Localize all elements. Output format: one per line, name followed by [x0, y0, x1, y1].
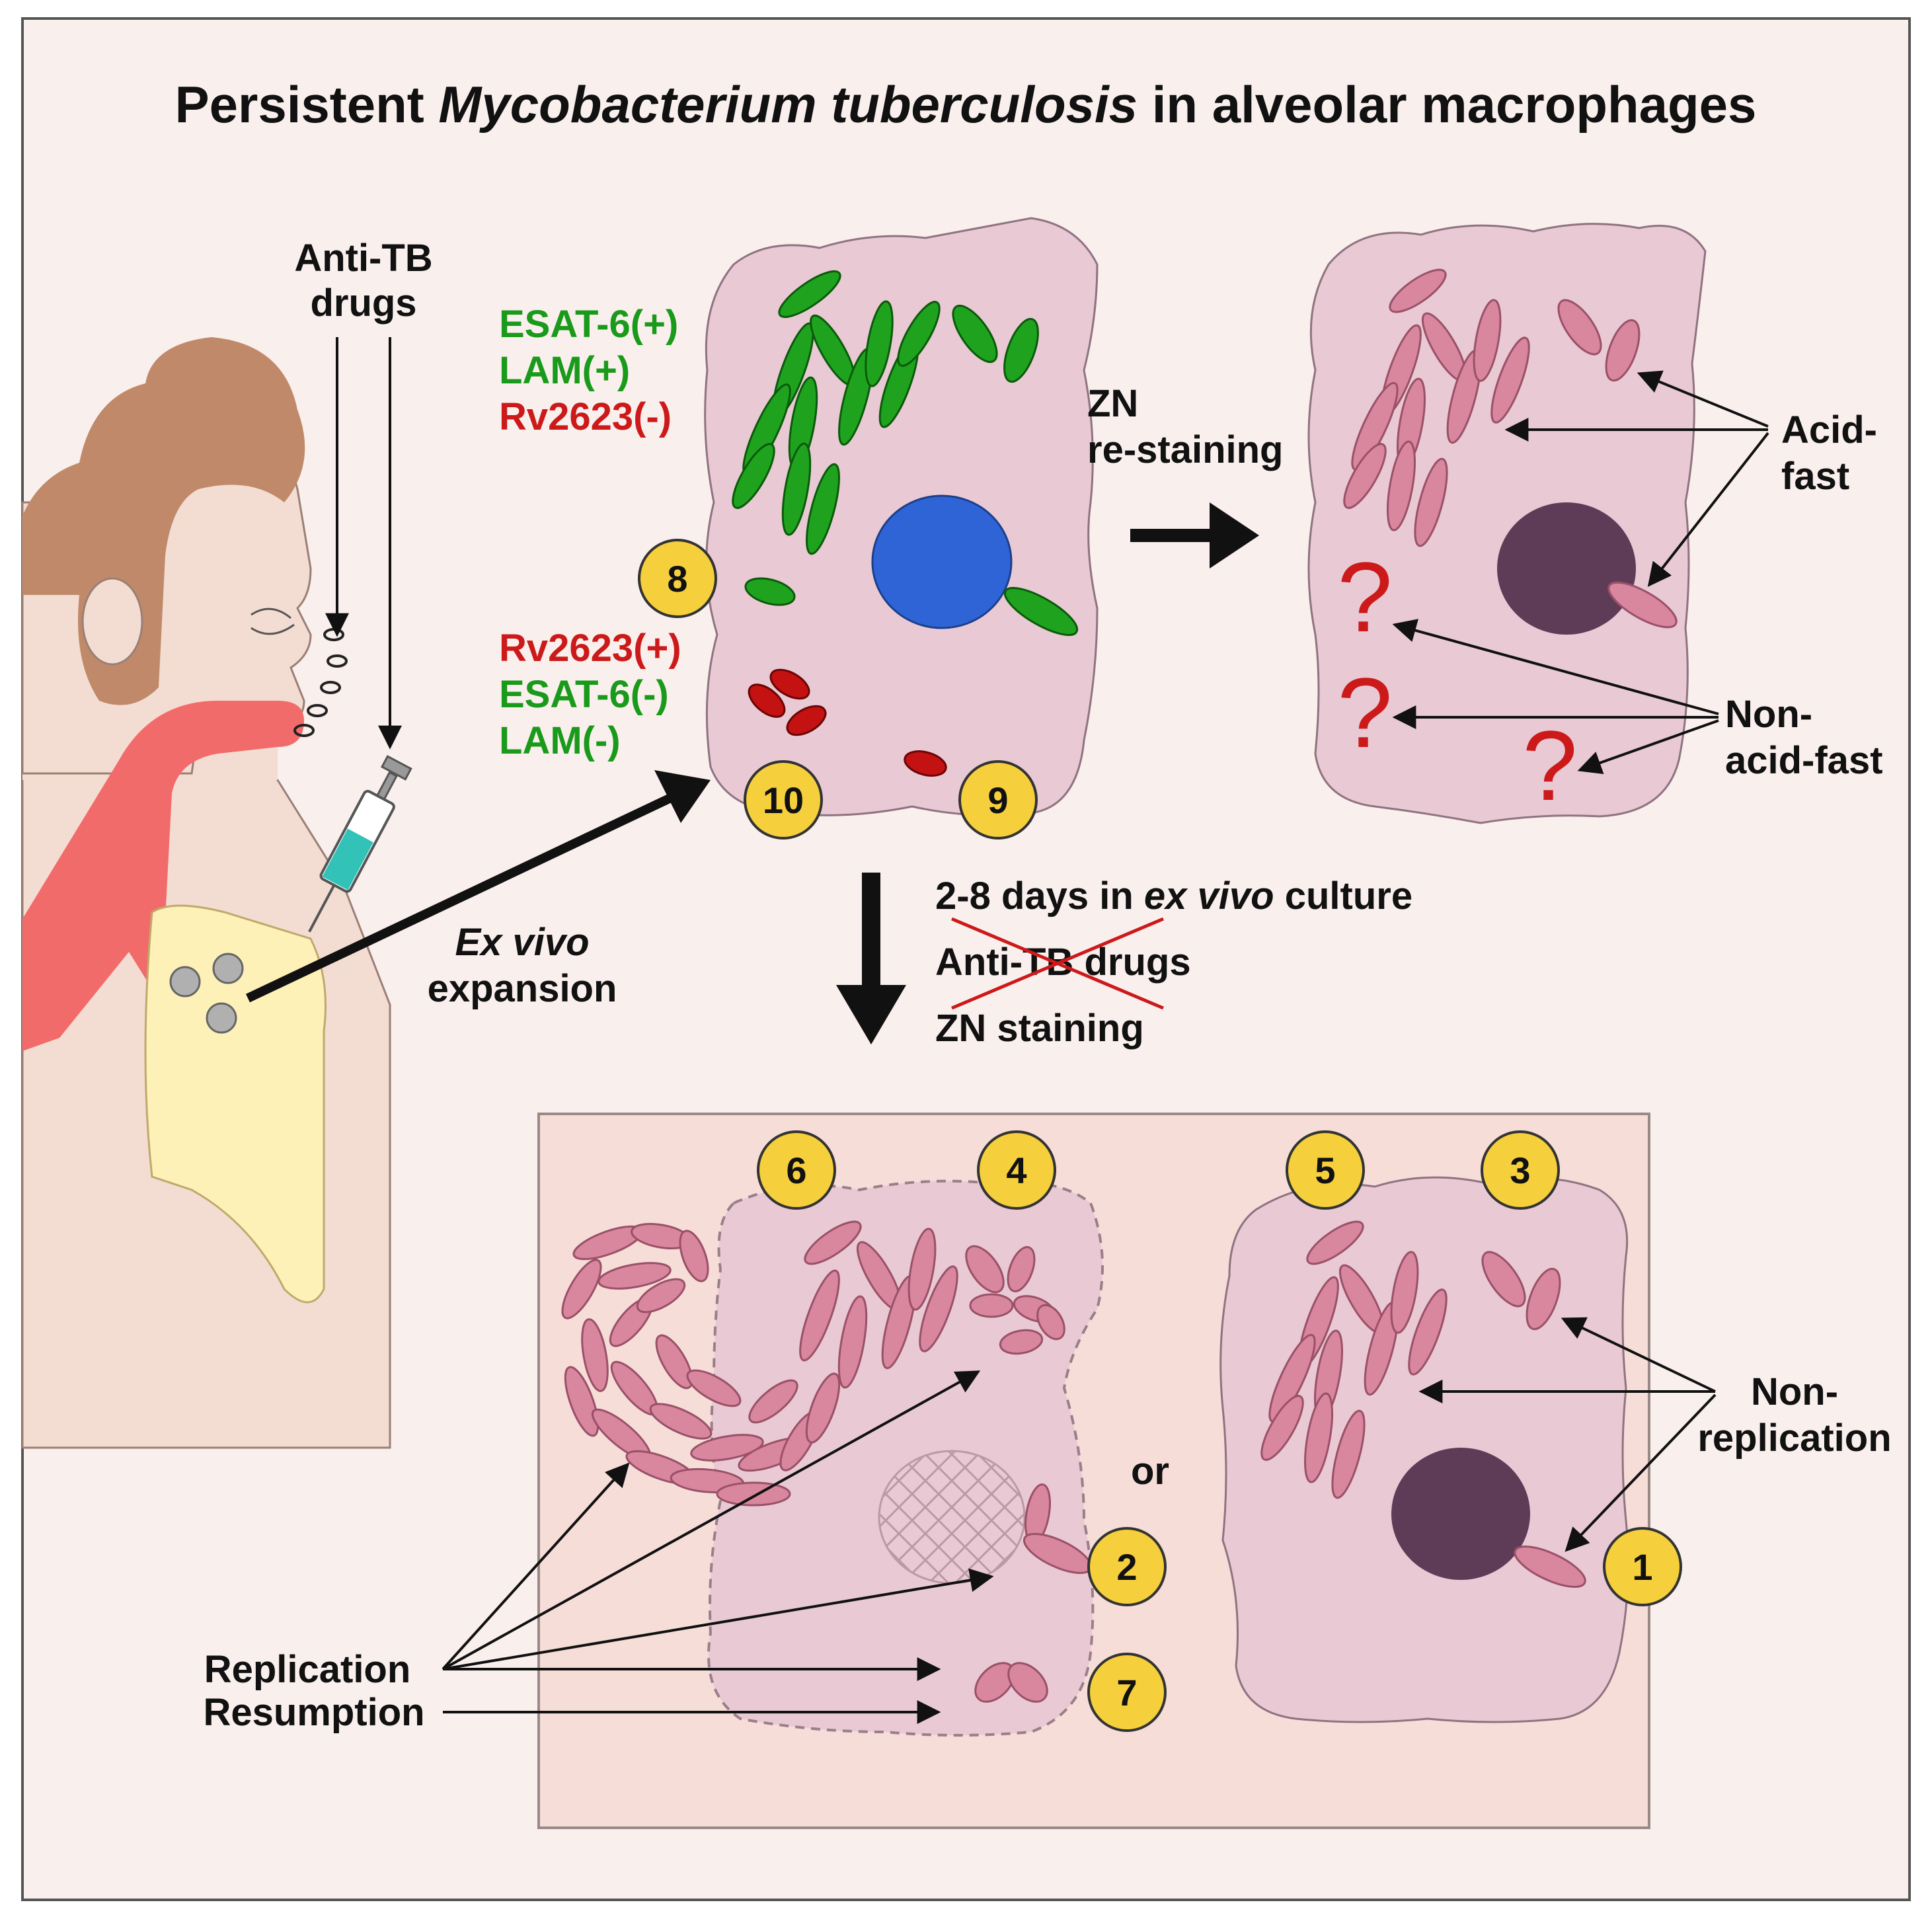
marker-esat6-negative: ESAT-6(-) — [499, 673, 669, 716]
non-replication-arrow — [1561, 1317, 1716, 1393]
badge-4: 4 — [977, 1130, 1056, 1210]
badge-6: 6 — [757, 1130, 836, 1210]
expansion-label-line2: expansion — [428, 967, 617, 1010]
marker-lam-negative: LAM(-) — [499, 719, 621, 762]
acid-fast-line1: Acid- — [1781, 409, 1877, 451]
svg-text:1: 1 — [1632, 1546, 1652, 1588]
zn-label-line2: re-staining — [1087, 428, 1284, 471]
expansion-arrowhead — [654, 770, 711, 823]
non-replication-line1: Non- — [1751, 1370, 1838, 1413]
svg-text:8: 8 — [667, 558, 687, 600]
badge-7: 7 — [1087, 1653, 1167, 1732]
non-acid-fast-line2: acid-fast — [1725, 739, 1883, 782]
nucleus-dark — [1391, 1448, 1530, 1580]
pink-bacteria-cluster-nonreplicating — [1260, 1220, 1586, 1588]
breath-bubble — [320, 681, 341, 694]
non-acid-fast-arrow — [1392, 619, 1719, 715]
question-mark: ? — [1522, 710, 1577, 821]
question-mark: ? — [1337, 657, 1392, 768]
replication-arrow — [442, 1568, 994, 1670]
non-replication-line2: replication — [1697, 1417, 1891, 1460]
acid-fast-line2: fast — [1781, 455, 1849, 498]
expansion-label-line1: Ex vivo — [455, 921, 589, 964]
marker-lam-positive: LAM(+) — [499, 349, 630, 392]
marker-rv2623-negative: Rv2623(-) — [499, 395, 672, 438]
airway-icon — [22, 701, 304, 1051]
strike-line — [951, 917, 1164, 1010]
red-bacteria-cluster — [748, 668, 947, 777]
replication-arrow — [442, 1370, 981, 1670]
non-acid-fast-line1: Non- — [1725, 693, 1812, 736]
svg-text:7: 7 — [1116, 1672, 1137, 1713]
badge-5: 5 — [1286, 1130, 1365, 1210]
svg-text:10: 10 — [763, 779, 804, 821]
title-before: Persistent — [175, 75, 439, 134]
breath-bubble — [293, 724, 315, 737]
person-icon — [21, 337, 391, 1449]
lung-icon — [144, 904, 327, 1304]
breath-bubble — [327, 654, 348, 668]
syringe-icon — [308, 755, 412, 933]
non-acid-fast-arrow — [1577, 719, 1719, 775]
non-replication-arrow — [1565, 1393, 1717, 1552]
expansion-arrow — [246, 785, 689, 1003]
nucleus-degraded — [878, 1450, 1026, 1585]
svg-text:5: 5 — [1315, 1150, 1335, 1191]
marker-esat6-positive: ESAT-6(+) — [499, 303, 678, 346]
svg-text:6: 6 — [786, 1150, 806, 1191]
nucleus-blue — [871, 494, 1013, 629]
person-ear — [81, 577, 143, 666]
breath-bubble — [307, 704, 328, 717]
culture-line3-crossed: ZN staining — [935, 1007, 1144, 1050]
granuloma — [206, 1002, 237, 1034]
page-title: Persistent Mycobacterium tuberculosis in… — [175, 75, 1757, 134]
nucleus-dark — [1497, 502, 1636, 635]
pink-bacteria-cluster-zn — [1343, 268, 1678, 629]
replication-arrow — [442, 1462, 630, 1670]
svg-text:2: 2 — [1116, 1546, 1137, 1588]
or-label: or — [1131, 1450, 1169, 1493]
question-mark: ? — [1337, 541, 1392, 652]
zn-arrowhead — [1210, 502, 1259, 568]
drugs-label-line1: Anti-TB — [294, 237, 432, 280]
culture-line1: 2-8 days in ex vivo culture — [935, 875, 1412, 918]
badge-1: 1 — [1603, 1527, 1682, 1606]
replication-line1: Replication — [204, 1648, 411, 1691]
svg-text:3: 3 — [1510, 1150, 1530, 1191]
svg-text:9: 9 — [987, 779, 1008, 821]
title-after: in alveolar macrophages — [1138, 75, 1756, 134]
svg-text:4: 4 — [1006, 1150, 1026, 1191]
person-eye — [251, 608, 295, 635]
badge-9: 9 — [958, 760, 1038, 840]
title-italic: Mycobacterium tuberculosis — [438, 75, 1138, 134]
replication-line2: Resumption — [203, 1691, 424, 1734]
culture-arrowhead — [836, 985, 906, 1044]
badge-3: 3 — [1481, 1130, 1560, 1210]
badge-8: 8 — [638, 539, 717, 618]
acid-fast-arrow — [1637, 370, 1769, 428]
marker-rv2623-positive: Rv2623(+) — [499, 627, 681, 670]
badge-2: 2 — [1087, 1527, 1167, 1606]
green-bacteria-cluster — [732, 270, 1079, 637]
granuloma — [169, 966, 201, 998]
drugs-label-line2: drugs — [310, 282, 416, 325]
zn-label-line1: ZN — [1087, 382, 1138, 425]
badge-10: 10 — [744, 760, 823, 840]
granuloma — [212, 953, 244, 984]
acid-fast-arrow — [1647, 432, 1769, 587]
pink-bacteria-cluster-replicating — [561, 1220, 1093, 1703]
